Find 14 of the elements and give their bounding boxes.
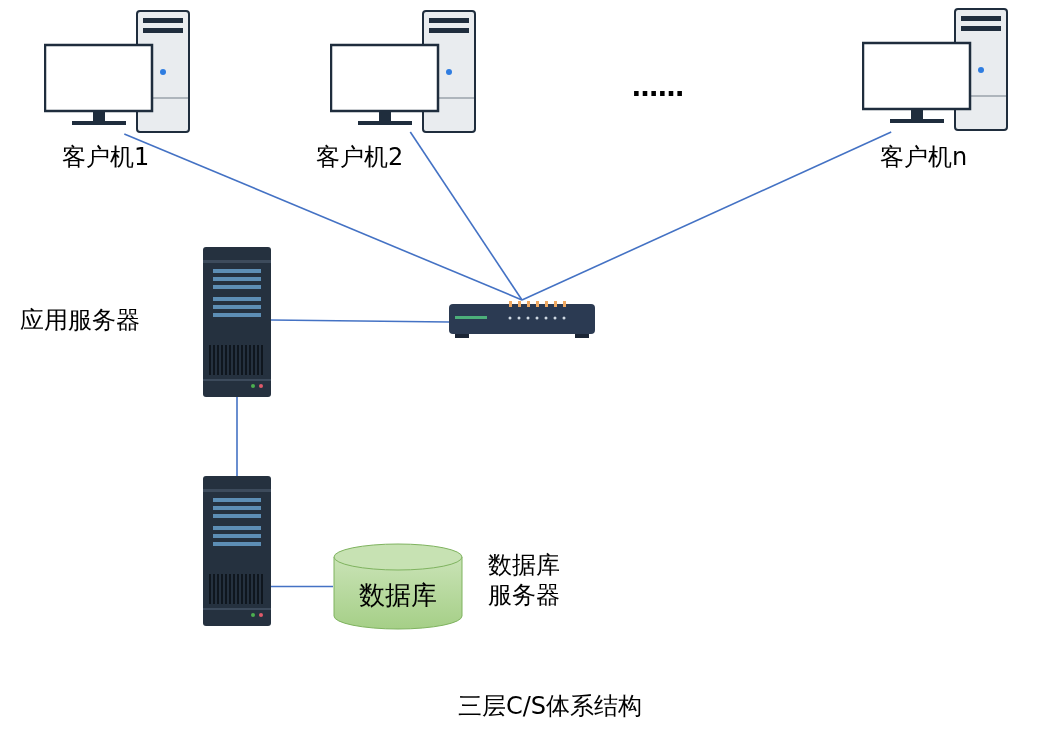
connector-line: [236, 396, 238, 477]
node-caption: 客户机n: [880, 142, 969, 172]
connector-line: [521, 131, 892, 301]
node-caption: 客户机1: [62, 142, 151, 172]
node-caption: 应用服务器: [20, 305, 141, 335]
node-caption: 客户机2: [316, 142, 405, 172]
connector-line: [270, 319, 450, 323]
connector-line: [270, 585, 334, 588]
ellipsis-label: ……: [632, 71, 685, 104]
diagram-caption: 三层C/S体系结构: [456, 691, 644, 722]
connector-line: [123, 133, 523, 301]
server-label: 数据库服务器: [488, 550, 561, 610]
connector-line: [409, 131, 523, 301]
node-text: 数据库: [359, 581, 437, 608]
